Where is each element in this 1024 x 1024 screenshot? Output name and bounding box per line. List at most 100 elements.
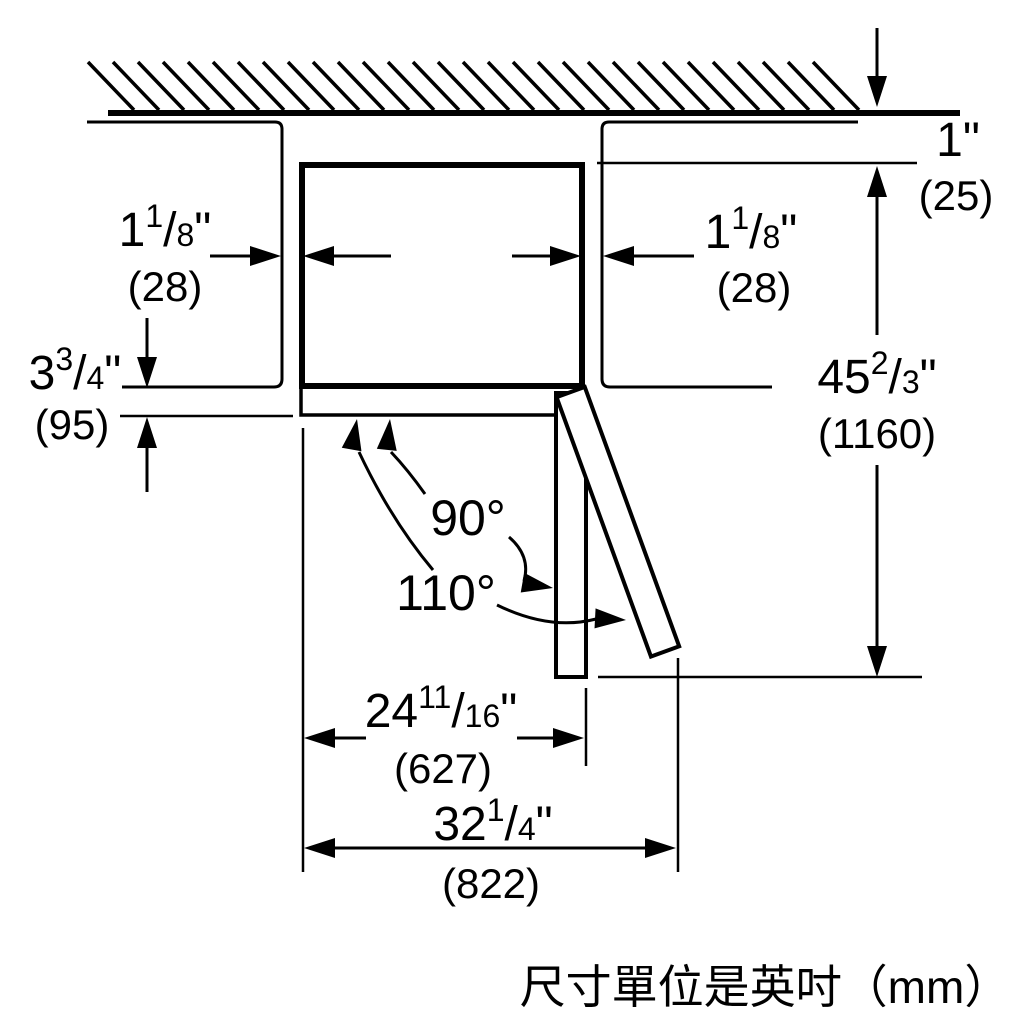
inch-mark: " (780, 206, 798, 259)
arrow-swing-right (645, 838, 676, 858)
door-closed (299, 387, 557, 417)
arrow-arc-110-tip (341, 417, 367, 452)
fraction-slash: / (163, 204, 177, 257)
hatch-stroke (436, 60, 486, 112)
dim-protrusion-numerator: 3 (55, 341, 74, 377)
arrow-depth-right (553, 728, 584, 748)
dim-left-gap-numerator: 1 (145, 198, 164, 234)
inch-mark: " (535, 798, 553, 851)
dim-swing-label: 321/4" (433, 794, 553, 851)
dimension-lines (145, 28, 879, 850)
hatch-stroke (786, 60, 836, 112)
niche-left-wall (87, 120, 284, 389)
hatch-stroke (461, 60, 511, 112)
dim-swing-numerator: 1 (486, 792, 505, 828)
fraction-slash: / (888, 351, 902, 404)
arrow-arc-110-door (594, 608, 627, 630)
inch-mark: " (919, 351, 937, 404)
arrow-right-gap-left (603, 246, 634, 266)
hatch-stroke (761, 60, 811, 112)
dim-niche-depth-label: 452/3" (817, 347, 937, 404)
dim-right-gap-label: 11/8" (705, 202, 798, 259)
arc-90-left (389, 450, 427, 495)
arrow-depth-left (304, 728, 335, 748)
arc-90-right (508, 535, 528, 582)
dim-right-gap-numerator: 1 (731, 200, 750, 236)
arc-110-left (357, 451, 435, 571)
dim-rear-gap-label: 1" (936, 117, 980, 165)
hatch-stroke (486, 60, 536, 112)
hatch-stroke (686, 60, 736, 112)
wall-hatching (86, 60, 861, 112)
dim-rear-gap-mm: (25) (918, 172, 994, 219)
swing-arcs (357, 450, 597, 625)
hatch-stroke (661, 60, 711, 112)
hatch-stroke (411, 60, 461, 112)
fraction-slash: / (504, 798, 518, 851)
dim-depth-whole: 24 (364, 685, 419, 738)
dim-protrusion-label: 33/4" (28, 343, 122, 400)
dim-protrusion-denominator: 4 (86, 360, 105, 396)
hatch-stroke (111, 60, 161, 112)
arrow-arc-90-tip (376, 417, 400, 451)
dim-niche-depth-whole: 45 (817, 351, 871, 404)
hatch-stroke (361, 60, 411, 112)
dim-left-gap-label: 11/8" (118, 200, 212, 257)
dim-left-gap-denominator: 8 (176, 217, 195, 253)
fraction-slash: / (749, 206, 763, 259)
hatch-stroke (611, 60, 661, 112)
dim-left-gap-mm: (28) (127, 263, 203, 310)
angle-110-label: 110° (396, 565, 496, 621)
inch-mark: " (962, 114, 980, 167)
dim-swing-denominator: 4 (517, 811, 536, 847)
hatch-stroke (386, 60, 436, 112)
inch-mark: " (194, 204, 212, 257)
dim-depth-label: 2411/16" (364, 681, 518, 738)
hatch-stroke (86, 60, 136, 112)
dim-right-gap-denominator: 8 (762, 219, 781, 255)
dim-niche-depth-denominator: 3 (901, 364, 920, 400)
hatch-stroke (811, 60, 861, 112)
hatch-stroke (586, 60, 636, 112)
hatch-stroke (736, 60, 786, 112)
extension-lines (120, 161, 922, 872)
hatch-stroke (211, 60, 261, 112)
arrow-rear-gap-down (867, 76, 887, 107)
dim-swing-mm: (822) (441, 860, 541, 907)
hatch-stroke (236, 60, 286, 112)
hatch-stroke (311, 60, 361, 112)
dim-depth-numerator: 11 (418, 679, 452, 715)
dim-depth-denominator: 16 (464, 698, 501, 734)
dim-rear-gap-whole: 1 (936, 114, 963, 167)
fraction-slash: / (73, 347, 87, 400)
hatch-stroke (511, 60, 561, 112)
dim-right-gap-mm: (28) (716, 264, 792, 311)
dim-niche-depth-mm: (1160) (817, 410, 937, 457)
hatch-stroke (161, 60, 211, 112)
appliance-body (299, 162, 585, 389)
dim-protrusion-whole: 3 (28, 347, 56, 400)
arrow-protrusion-down (137, 357, 157, 388)
hatch-stroke (336, 60, 386, 112)
inch-mark: " (500, 685, 518, 738)
arrow-left-gap-right (250, 246, 281, 266)
inch-mark: " (104, 347, 122, 400)
arrow-arc-90-door (520, 572, 555, 598)
niche-right-wall (600, 120, 858, 389)
hatch-stroke (286, 60, 336, 112)
arrow-niche-depth-down (867, 646, 887, 677)
dim-protrusion-mm: (95) (34, 401, 110, 448)
arrow-niche-depth-up (867, 166, 887, 197)
hatch-stroke (536, 60, 586, 112)
arrow-swing-left (304, 838, 335, 858)
dim-left-gap-whole: 1 (118, 204, 146, 257)
dim-niche-depth-numerator: 2 (870, 345, 889, 381)
dim-swing-whole: 32 (433, 798, 487, 851)
hatch-stroke (261, 60, 311, 112)
hatch-stroke (636, 60, 686, 112)
hatch-stroke (561, 60, 611, 112)
dim-depth-mm: (627) (393, 745, 493, 792)
angle-90-label: 90° (430, 490, 506, 546)
